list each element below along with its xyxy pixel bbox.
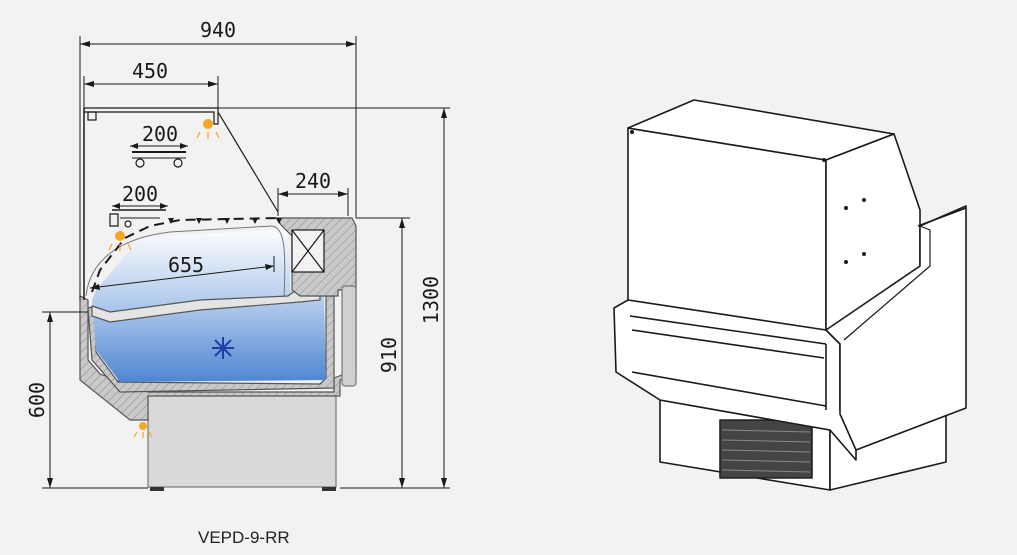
dim-display-depth: 655: [168, 253, 204, 277]
airflow-markers: [168, 218, 282, 224]
foot-left: [150, 487, 164, 491]
dim-total-width: 940: [200, 18, 236, 42]
snowflake-icon: [212, 337, 234, 359]
dim-base-height: 600: [25, 382, 49, 418]
canopy-clip: [87, 111, 97, 121]
dim-counter-height: 910: [377, 337, 401, 373]
dim-total-height: 1300: [419, 276, 443, 324]
light-icon: [133, 422, 153, 438]
model-caption: VEPD-9-RR: [198, 528, 290, 547]
light-icon: [196, 119, 220, 139]
airflow-line: [91, 217, 281, 293]
light-icon: [108, 231, 132, 251]
lower-shelf: [109, 209, 166, 228]
isometric-view: [613, 99, 967, 491]
side-section-view: [79, 107, 357, 491]
upper-shelf: [132, 151, 186, 168]
dim-rear-width: 240: [295, 169, 331, 193]
foot-right: [322, 487, 336, 491]
iso-vent-grille: [719, 419, 813, 479]
front-glass: [85, 225, 286, 301]
dim-shelf-upper-width: 200: [142, 122, 178, 146]
rear-panel: [341, 285, 357, 387]
iso-counter-side: [825, 205, 967, 451]
canopy-top-plate: [84, 107, 219, 125]
canopy-slope: [217, 111, 279, 213]
dim-shelf-lower-width: 200: [122, 182, 158, 206]
dim-top-shelf-width: 450: [132, 59, 168, 83]
dimension-lines: [42, 36, 450, 489]
base-plinth: [147, 394, 337, 488]
